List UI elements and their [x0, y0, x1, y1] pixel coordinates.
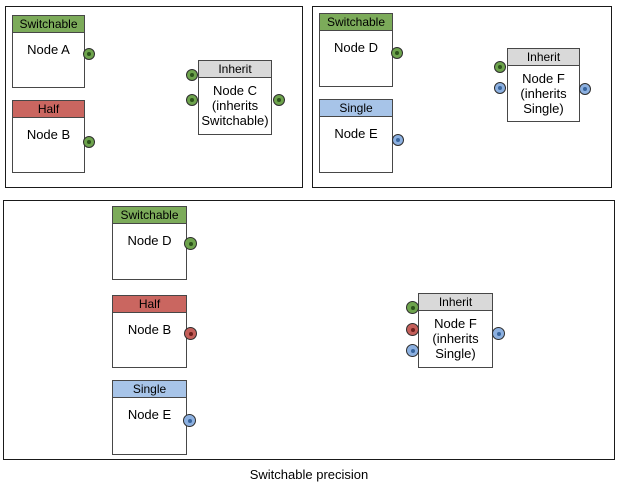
node-label: Node F (inherits Single): [432, 316, 479, 361]
node-box-d-bottom: Switchable Node D: [112, 206, 187, 280]
port-bottom-node-d-output: [184, 237, 197, 250]
node-header: Switchable: [320, 14, 392, 31]
figure-caption: Switchable precision: [249, 467, 369, 482]
node-label: Node D: [333, 40, 379, 55]
port-bottom-node-f-input-2: [406, 323, 419, 336]
node-label: Node E: [127, 407, 172, 422]
node-box-d: Switchable Node D: [319, 13, 393, 87]
port-node-e-output: [392, 134, 404, 146]
port-node-f-input-2: [494, 82, 506, 94]
node-header: Single: [113, 381, 186, 398]
port-node-b-output: [83, 136, 95, 148]
port-node-c-input-2: [186, 94, 198, 106]
node-header: Inherit: [419, 294, 492, 311]
node-header: Switchable: [113, 207, 186, 224]
port-node-c-input-1: [186, 69, 198, 81]
node-box-b-bottom: Half Node B: [112, 295, 187, 368]
node-box-f-bottom: Inherit Node F (inherits Single): [418, 293, 493, 368]
node-label: Node C (inherits Switchable): [201, 83, 269, 128]
port-bottom-node-f-output: [492, 327, 505, 340]
panel-bottom: [3, 200, 615, 460]
node-header: Single: [320, 100, 392, 117]
port-bottom-node-b-output: [184, 327, 197, 340]
node-label: Node B: [26, 127, 71, 142]
port-node-c-output: [273, 94, 285, 106]
port-node-a-output: [83, 48, 95, 60]
node-box-c: Inherit Node C (inherits Switchable): [198, 60, 272, 135]
node-header: Half: [13, 101, 84, 118]
port-bottom-node-f-input-1: [406, 301, 419, 314]
node-label: Node B: [127, 322, 172, 337]
node-header: Half: [113, 296, 186, 313]
node-header: Inherit: [199, 61, 271, 78]
node-header: Switchable: [13, 16, 84, 33]
node-box-e: Single Node E: [319, 99, 393, 173]
node-box-e-bottom: Single Node E: [112, 380, 187, 455]
node-label: Node F (inherits Single): [520, 71, 567, 116]
port-node-f-input-1: [494, 61, 506, 73]
port-node-d-output: [391, 47, 403, 59]
node-label: Node E: [334, 126, 378, 141]
node-box-a: Switchable Node A: [12, 15, 85, 88]
node-label: Node A: [27, 42, 70, 57]
node-label: Node D: [127, 233, 172, 248]
node-header: Inherit: [508, 49, 579, 66]
port-node-f-output: [579, 83, 591, 95]
port-bottom-node-e-output: [183, 414, 196, 427]
node-box-b: Half Node B: [12, 100, 85, 173]
port-bottom-node-f-input-3: [406, 344, 419, 357]
node-box-f: Inherit Node F (inherits Single): [507, 48, 580, 122]
